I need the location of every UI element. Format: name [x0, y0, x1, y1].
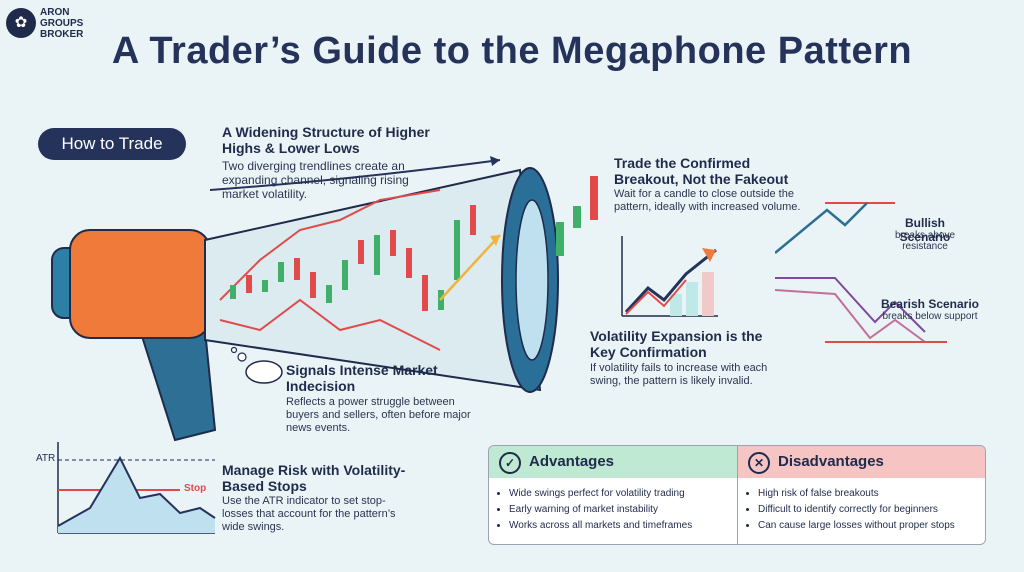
list-item: Wide swings perfect for volatility tradi… — [509, 486, 737, 502]
breakout-candle-2 — [573, 206, 581, 228]
thought-cloud-icon — [245, 360, 283, 384]
volatility-heading: Volatility Expansion is the Key Confirma… — [590, 328, 763, 360]
disadvantages-title: Disadvantages — [778, 453, 884, 470]
volatility-chart — [621, 236, 718, 317]
brand-leaf-icon: ✿ — [6, 8, 36, 38]
atr-label: ATR — [36, 453, 56, 464]
stop-label: Stop — [184, 483, 207, 494]
risk-body: Use the ATR indicator to set stop-losses… — [222, 495, 396, 533]
disadvantages-header: ✕ Disadvantages — [738, 446, 985, 478]
bullish-scenario-chart — [775, 202, 895, 254]
bullish-scenario-desc: breaks above resistance — [894, 230, 956, 252]
x-circle-icon: ✕ — [748, 452, 770, 474]
structure-body: Two diverging trendlines create an expan… — [222, 159, 409, 201]
pros-cons-table: ✓ Advantages Wide swings perfect for vol… — [488, 445, 986, 545]
page-title: A Trader’s Guide to the Megaphone Patter… — [111, 30, 913, 72]
breakout-body: Wait for a candle to close outside the p… — [614, 188, 801, 213]
volatility-body: If volatility fails to increase with eac… — [590, 362, 768, 387]
breakout-candle-3 — [590, 176, 598, 220]
advantages-header: ✓ Advantages — [489, 446, 737, 478]
indecision-body: Reflects a power struggle between buyers… — [286, 396, 471, 434]
list-item: Difficult to identify correctly for begi… — [758, 502, 985, 518]
disadvantages-column: ✕ Disadvantages High risk of false break… — [737, 446, 985, 544]
breakout-heading: Trade the Confirmed Breakout, Not the Fa… — [614, 155, 789, 187]
risk-heading: Manage Risk with Volatility-Based Stops — [222, 462, 406, 494]
disadvantages-list: High risk of false breakouts Difficult t… — [738, 486, 985, 534]
structure-heading: A Widening Structure of Higher Highs & L… — [222, 124, 430, 156]
bearish-scenario-chart — [775, 277, 947, 343]
how-to-trade-badge: How to Trade — [38, 128, 186, 160]
brand-logo: ✿ ARON GROUPS BROKER — [6, 8, 116, 42]
bearish-scenario-title: Bearish Scenario — [880, 297, 980, 311]
brand-line-1: ARON — [40, 7, 70, 18]
megaphone-body — [69, 229, 211, 339]
list-item: Early warning of market instability — [509, 502, 737, 518]
list-item: Works across all markets and timeframes — [509, 518, 737, 534]
structure-arrow — [209, 159, 501, 191]
bearish-scenario-desc: breaks below support — [882, 311, 978, 322]
advantages-list: Wide swings perfect for volatility tradi… — [489, 486, 737, 534]
check-circle-icon: ✓ — [499, 452, 521, 474]
bullish-scenario-title: Bullish Scenario — [899, 216, 951, 244]
brand-line-2: GROUPS — [40, 18, 84, 29]
brand-line-3: BROKER — [40, 29, 84, 40]
breakout-candle-1 — [556, 222, 564, 256]
advantages-title: Advantages — [529, 453, 615, 470]
atr-chart — [57, 442, 216, 534]
megaphone-handle — [138, 329, 217, 442]
advantages-column: ✓ Advantages Wide swings perfect for vol… — [489, 446, 737, 544]
list-item: High risk of false breakouts — [758, 486, 985, 502]
list-item: Can cause large losses without proper st… — [758, 518, 985, 534]
indecision-heading: Signals Intense Market Indecision — [286, 362, 438, 394]
